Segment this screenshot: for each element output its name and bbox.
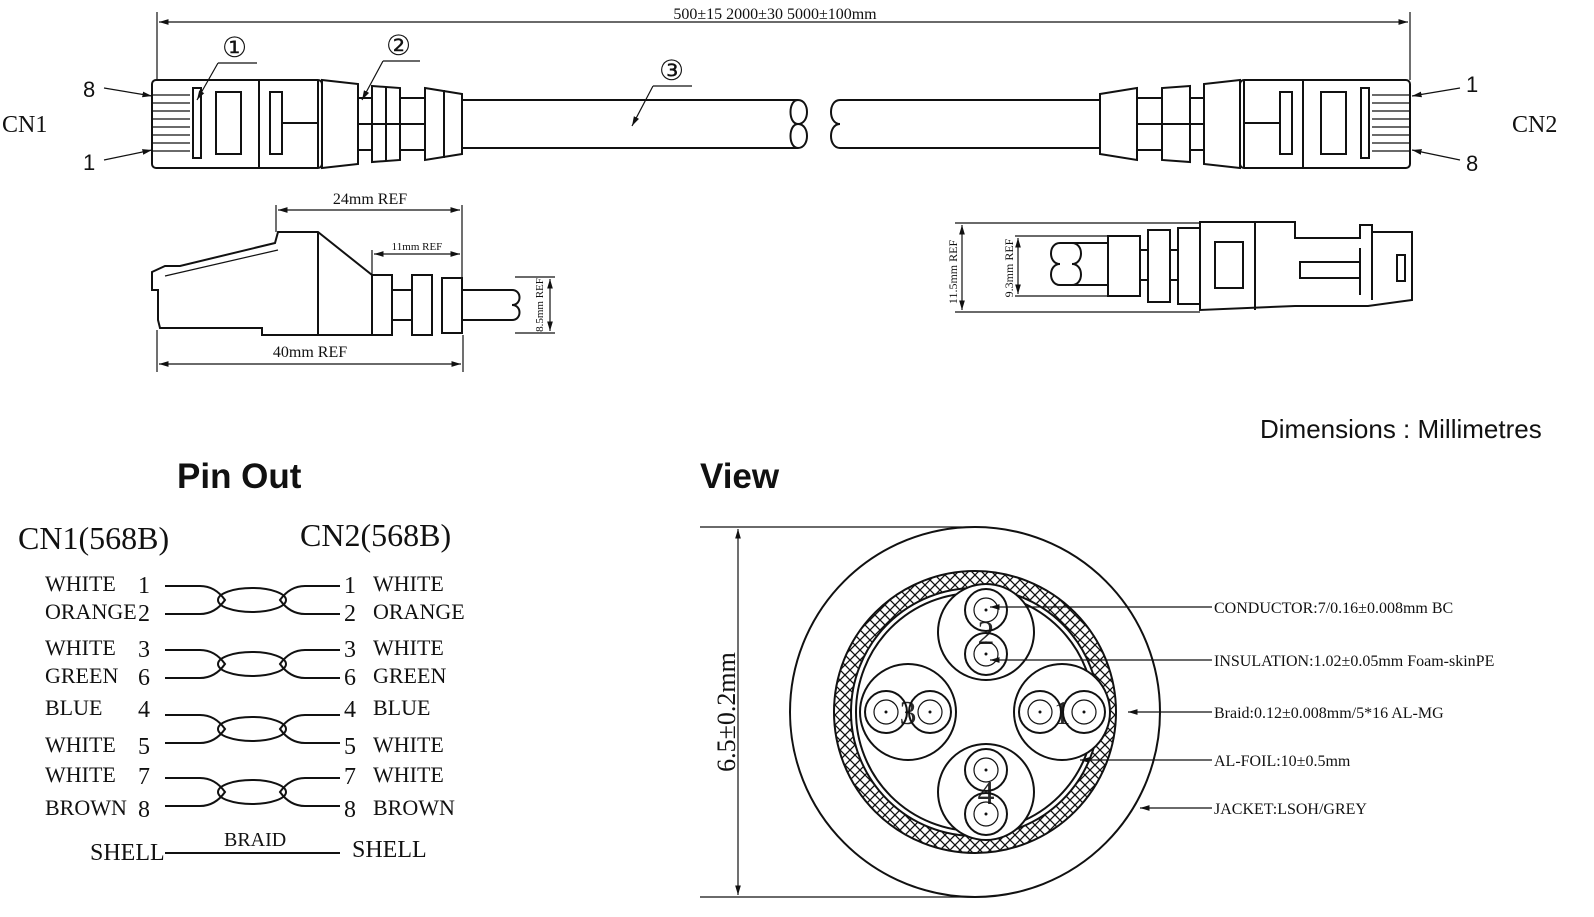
- pin-row: BROWN 8 8 BROWN: [45, 795, 455, 823]
- cn2-pin-number: 4: [344, 697, 356, 723]
- cn1-wire-color: WHITE: [45, 571, 116, 596]
- cn1-pin-number: 6: [138, 665, 150, 691]
- cn1-header: CN1(568B): [18, 520, 169, 556]
- cn1-wire-color: WHITE: [45, 762, 116, 787]
- cn2-header: CN2(568B): [300, 517, 451, 553]
- twisted-pair-bundle: 1: [1013, 663, 1111, 761]
- cn2-wire-color: WHITE: [373, 635, 444, 660]
- diameter-label: 6.5±0.2mm: [712, 652, 741, 772]
- cn1-side-view: 24mm REF 11mm REF 40mm REF 8.5mm REF: [151, 191, 555, 372]
- dim-24mm: 24mm REF: [333, 191, 407, 208]
- cn2-pin-number: 7: [344, 764, 356, 790]
- cn1-pin-number: 2: [138, 601, 150, 627]
- cn2-wire-color: WHITE: [373, 732, 444, 757]
- pin-row: WHITE 3 3 WHITE: [45, 635, 444, 663]
- callout-2: ②: [386, 31, 411, 62]
- cn1-pin-number: 8: [138, 797, 150, 823]
- cn2-wire-color: BROWN: [373, 795, 455, 820]
- cn2-connector-top-view: [1099, 78, 1411, 170]
- pair-number: 4: [978, 775, 995, 812]
- cn1-wire-color: ORANGE: [45, 599, 137, 624]
- cross-section-annotations: CONDUCTOR:7/0.16±0.008mm BC INSULATION:1.…: [990, 600, 1494, 818]
- cn2-pin-number: 5: [344, 734, 356, 760]
- cn2-pin-top: 1: [1466, 72, 1478, 97]
- twist-ellipse: [217, 651, 287, 677]
- cn1-pin-number: 4: [138, 697, 150, 723]
- cable-cross-section: 6.5±0.2mm 2 3 1 4: [700, 526, 1161, 898]
- cn1-label: CN1: [2, 112, 47, 138]
- dim-11mm: 11mm REF: [392, 241, 443, 253]
- annotation-label: Braid:0.12±0.008mm/5*16 AL-MG: [1214, 705, 1444, 722]
- cn2-pin-bottom: 8: [1466, 151, 1478, 176]
- twisted-pair: [165, 649, 340, 679]
- cn2-pin-number: 3: [344, 637, 356, 663]
- callout-3: ③: [659, 56, 684, 87]
- cn1-pin-number: 1: [138, 573, 150, 599]
- twisted-pair-bundle: 2: [937, 583, 1035, 681]
- pair-number: 1: [1054, 695, 1071, 732]
- pin-row: BLUE 4 4 BLUE: [45, 695, 430, 723]
- cn1-wire-color: WHITE: [45, 732, 116, 757]
- cn1-pin-number: 5: [138, 734, 150, 760]
- twisted-pair: [165, 585, 340, 615]
- pair-number: 2: [978, 615, 995, 652]
- pinout-title: Pin Out: [177, 457, 302, 496]
- dim-8-5mm: 8.5mm REF: [534, 278, 546, 332]
- pair-twists: [165, 585, 340, 807]
- callouts: ① ② ③: [196, 31, 692, 127]
- length-dimension-text: 500±15 2000±30 5000±100mm: [673, 6, 877, 23]
- dim-40mm: 40mm REF: [273, 344, 347, 361]
- length-dimension: 500±15 2000±30 5000±100mm: [156, 6, 1411, 80]
- pin-row: WHITE 1 1 WHITE: [45, 571, 444, 599]
- cn1-connector-top-view: [151, 78, 1108, 170]
- cn2-wire-color: GREEN: [373, 663, 446, 688]
- twist-ellipse: [217, 587, 287, 613]
- pin-row: GREEN 6 6 GREEN: [45, 663, 446, 691]
- cn2-label: CN2: [1512, 112, 1557, 138]
- cn2-pin-number: 1: [344, 573, 356, 599]
- shell-left: SHELL: [90, 840, 165, 866]
- callout-1: ①: [222, 33, 247, 64]
- twist-ellipse: [217, 716, 287, 742]
- cn1-pin-bottom: 1: [83, 150, 95, 175]
- cn1-wire-color: BLUE: [45, 695, 102, 720]
- annotation-label: AL-FOIL:10±0.5mm: [1214, 753, 1351, 770]
- cn1-wire-color: GREEN: [45, 663, 118, 688]
- annotation-label: CONDUCTOR:7/0.16±0.008mm BC: [1214, 600, 1453, 617]
- annotation-label: INSULATION:1.02±0.05mm Foam-skinPE: [1214, 653, 1494, 670]
- cn2-side-view: 11.5mm REF 9.3mm REF: [946, 221, 1413, 313]
- braid-label: BRAID: [224, 829, 286, 851]
- twisted-pair-bundle: 4: [937, 743, 1035, 841]
- cn2-pin-number: 2: [344, 601, 356, 627]
- twisted-pair: [165, 714, 340, 744]
- cn1-wire-color: WHITE: [45, 635, 116, 660]
- cn2-pin-number: 8: [344, 797, 356, 823]
- annotation-label: JACKET:LSOH/GREY: [1214, 801, 1367, 818]
- units-note: Dimensions : Millimetres: [1260, 414, 1542, 444]
- pair-number: 3: [900, 695, 917, 732]
- pin-row: WHITE 5 5 WHITE: [45, 732, 444, 760]
- cn2-wire-color: ORANGE: [373, 599, 465, 624]
- cn2-pin-number: 6: [344, 665, 356, 691]
- cn2-wire-color: WHITE: [373, 762, 444, 787]
- cn2-wire-color: BLUE: [373, 695, 430, 720]
- cn1-wire-color: BROWN: [45, 795, 127, 820]
- cn2-wire-color: WHITE: [373, 571, 444, 596]
- twisted-pair-bundle: 3: [859, 663, 957, 761]
- dim-11-5mm: 11.5mm REF: [946, 240, 960, 305]
- twist-ellipse: [217, 779, 287, 805]
- view-title: View: [700, 457, 780, 496]
- cn1-pin-number: 3: [138, 637, 150, 663]
- twisted-pair: [165, 777, 340, 807]
- cn1-pin-top: 8: [83, 77, 95, 102]
- cn1-pin-number: 7: [138, 764, 150, 790]
- dim-9-3mm: 9.3mm REF: [1002, 238, 1016, 297]
- pin-row: WHITE 7 7 WHITE: [45, 762, 444, 790]
- shell-right: SHELL: [352, 837, 427, 863]
